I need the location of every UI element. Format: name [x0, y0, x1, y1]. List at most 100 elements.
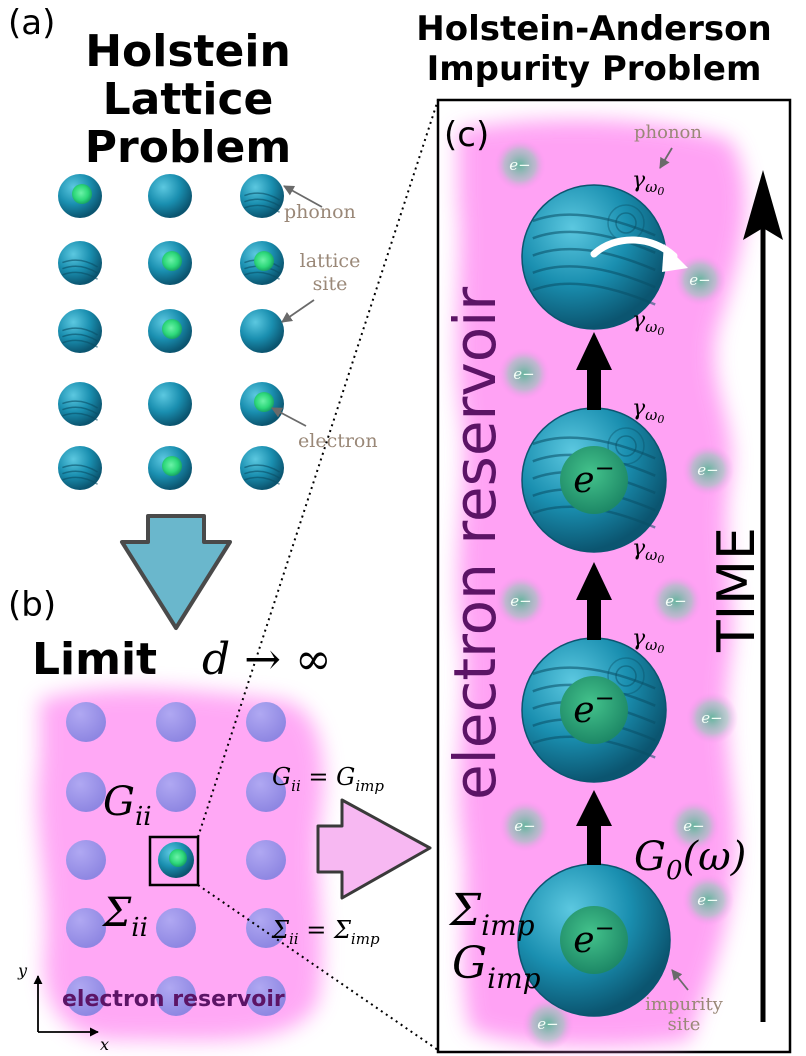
reservoir-lattice-site	[246, 976, 286, 1016]
reservoir-lattice-site	[246, 702, 286, 742]
gamma-omega0-label: γω0	[632, 168, 664, 198]
reservoir-lattice-site	[156, 908, 196, 948]
lattice-site	[148, 241, 192, 285]
step-arrow-1	[576, 790, 612, 865]
impurity-pointer	[671, 969, 689, 991]
phonon-wave	[532, 247, 656, 272]
lattice-annotation: lattice	[300, 250, 361, 272]
holstein-lattice	[58, 174, 284, 490]
lattice-site	[240, 446, 284, 490]
phonon-wave	[532, 436, 656, 460]
reservoir-lattice-site	[246, 908, 286, 948]
hop-arrowhead	[662, 244, 688, 272]
reservoir-electron-glow	[495, 575, 547, 627]
reservoir-electron: e−	[498, 348, 550, 400]
impurity-electron	[560, 676, 628, 744]
panel-a-title-line-1: Holstein	[85, 26, 291, 77]
time-label: TIME	[707, 527, 767, 653]
lattice-site-sphere	[58, 382, 102, 426]
phonon-wave	[62, 271, 98, 280]
reservoir-electron-label: e−	[689, 271, 710, 289]
phonon-ripple	[607, 427, 645, 465]
phonon-ripple	[607, 657, 645, 695]
reservoir-lattice-site	[156, 772, 196, 812]
reservoir-lattice-site	[156, 702, 196, 742]
phonon-wave	[62, 470, 98, 479]
electron-marker	[254, 392, 274, 412]
gamma-omega0-label: γω0	[632, 626, 664, 656]
lattice-site-sphere	[148, 174, 192, 218]
phonon-wave	[532, 282, 656, 306]
zoom-line-bottom	[197, 884, 439, 1051]
lattice-site	[148, 382, 192, 426]
impurity-sites: e−e−e−	[517, 184, 671, 1017]
reservoir-lattice-site	[156, 976, 196, 1016]
reservoir-lattice	[66, 702, 286, 1016]
reservoir-electron-label: e−	[697, 461, 718, 479]
impurity-electron	[560, 446, 628, 514]
reservoir-electron-label: e−	[701, 709, 722, 727]
reservoir-electron: e−	[495, 575, 547, 627]
reservoir-lattice-site	[66, 772, 106, 812]
panel-a-title-line-2: Lattice	[103, 74, 274, 125]
lattice-site	[58, 446, 102, 490]
phonon-wave	[532, 213, 656, 237]
phonon-wave	[62, 327, 98, 336]
impurity-electron	[560, 906, 628, 974]
limit-math: d → ∞	[202, 634, 332, 685]
reservoir-electron: e−	[668, 800, 720, 852]
lattice-site	[58, 309, 102, 353]
lattice-site	[148, 446, 192, 490]
phonon-wave	[62, 259, 98, 268]
phonon-wave	[62, 333, 98, 342]
reservoir-lattice-site	[66, 840, 106, 880]
electron-marker	[162, 251, 182, 271]
lattice-site-sphere	[240, 309, 284, 353]
lattice-site	[148, 309, 192, 353]
electron-pointer	[271, 407, 307, 427]
phonon-wave	[62, 476, 98, 485]
reservoir-electron: e−	[522, 998, 574, 1050]
electron-marker	[162, 456, 182, 476]
reservoir-lattice-site	[246, 840, 286, 880]
reservoir-electron-glow	[650, 575, 702, 627]
phonon-wave	[244, 204, 280, 213]
reservoir-electron-glow	[682, 444, 734, 496]
reservoir-label-c: electron reservoir	[441, 287, 509, 800]
phonon-wave	[244, 470, 280, 479]
phonon-ripple	[615, 435, 637, 457]
reservoir-electron-label: e−	[683, 817, 704, 835]
reservoir-electron-label: e−	[513, 365, 534, 383]
lattice-site	[240, 241, 284, 285]
lattice-site	[58, 174, 102, 218]
reservoir-electron: e−	[682, 874, 734, 926]
phonon-annotation-c: phonon	[634, 122, 702, 143]
lattice-site	[240, 174, 284, 218]
reservoir-electron-glow	[686, 692, 738, 744]
impurity-annotation-line-2: site	[668, 1014, 701, 1035]
reservoir-electron-glow	[494, 139, 546, 191]
impurity-site: e−	[521, 637, 667, 783]
phonon-wave	[244, 192, 280, 201]
phonon-wave	[244, 476, 280, 485]
lattice-site-sphere	[58, 446, 102, 490]
lattice-site	[58, 241, 102, 285]
impurity-electron-label: e−	[573, 684, 614, 731]
gamma-omega0-label: γω0	[632, 396, 664, 426]
reservoir-electron-label: e−	[665, 592, 686, 610]
lattice-site	[240, 382, 284, 426]
reservoir-lattice-site	[66, 702, 106, 742]
reservoir-lattice-site	[246, 772, 286, 812]
impurity-annotation-line-1: impurity	[645, 994, 724, 1015]
gamma-omega0-label: γω0	[632, 536, 664, 566]
reservoir-electron: e−	[686, 692, 738, 744]
reservoir-electron-label: e−	[537, 1015, 558, 1033]
panel-a-title-line-3: Problem	[85, 122, 291, 173]
phonon-wave	[62, 406, 98, 415]
panel-c-title-line-2: Impurity Problem	[427, 49, 762, 89]
g-imp-label: Gimp	[452, 938, 541, 995]
electron-marker	[162, 319, 182, 339]
lattice-site-sphere	[240, 446, 284, 490]
reservoir-electron-label: e−	[697, 891, 718, 909]
